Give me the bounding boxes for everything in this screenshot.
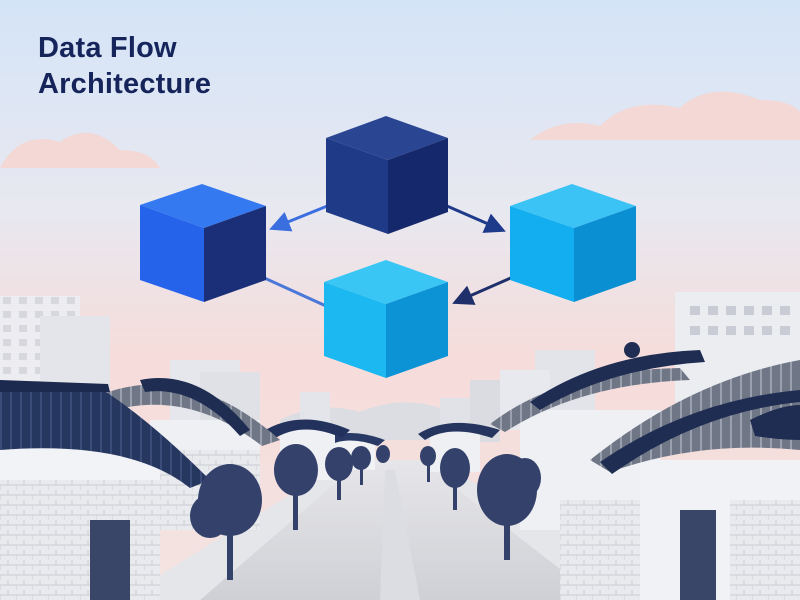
- node-left-cube: [140, 184, 266, 302]
- node-top-cube: [326, 116, 448, 234]
- title-line-2: Architecture: [38, 68, 212, 100]
- node-bottom-cube: [324, 260, 448, 378]
- node-right-cube: [510, 184, 636, 302]
- left-hanok-houses: [0, 378, 385, 600]
- right-hanok-houses: [418, 342, 800, 600]
- street-trees: [190, 444, 541, 580]
- title-line-1: Data Flow: [38, 32, 177, 64]
- page-title: Data Flow Architecture: [38, 30, 338, 102]
- clouds: [0, 91, 800, 168]
